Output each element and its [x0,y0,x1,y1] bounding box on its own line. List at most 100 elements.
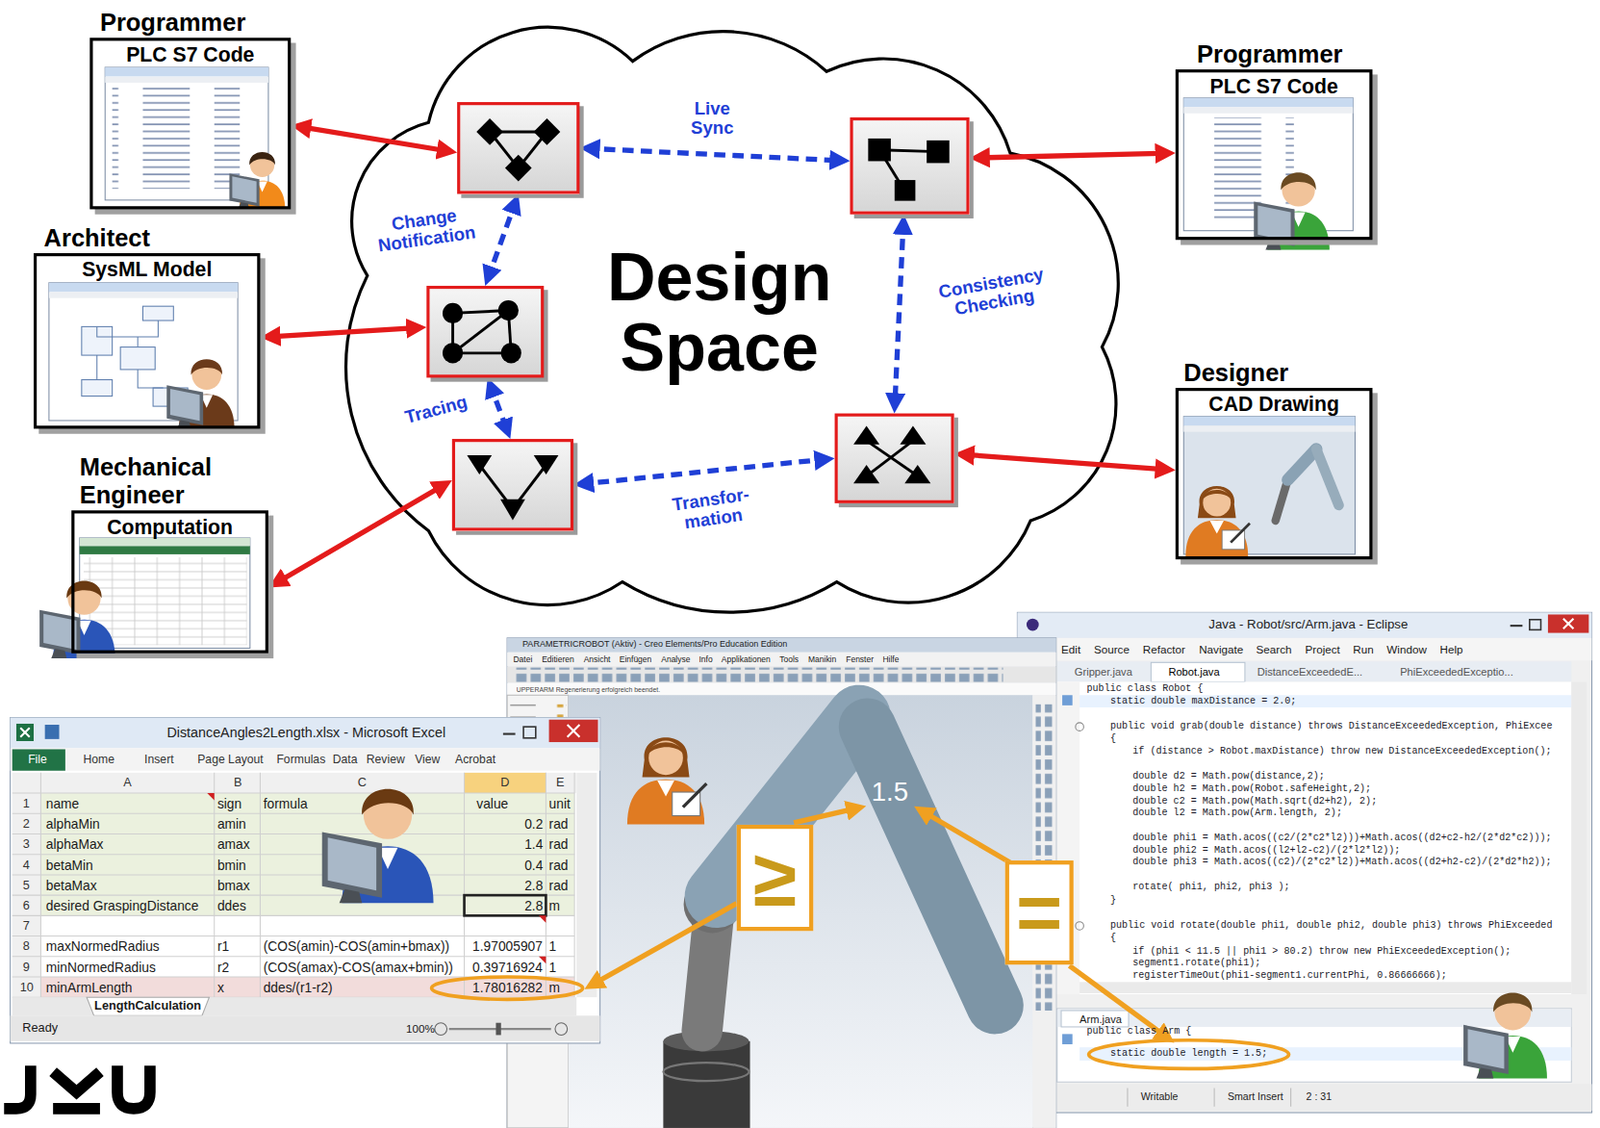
ribbon-tab: Insert [144,752,175,766]
menu-item: Project [1304,642,1340,656]
code-line: public void grab(double distance) throws… [1110,720,1553,733]
screenshot-thumbnail [49,291,238,298]
code-line: rotate( phi1, phi2, phi3 ); [1132,881,1290,893]
robot-arm [662,1041,750,1128]
table-cell: 1 [549,959,558,975]
menu-item: Editieren [541,654,574,664]
person-icon [1185,485,1250,557]
excel-window [259,772,261,997]
table-cell: rad [549,837,569,853]
menu-item: Manikin [808,654,837,664]
column-header: E [556,775,565,790]
code-line: public class Robot { [1087,683,1204,695]
excel-window [16,723,34,741]
excel-window [574,772,576,997]
edge-label: Consistency Checking [928,262,1059,324]
editor-tab: Arm.java [1079,1012,1122,1025]
edge-label: Transfor- mation [659,482,766,536]
eclipse-window [1016,611,1592,1113]
eclipse-window [1075,921,1084,930]
screenshot-thumbnail [1183,416,1355,427]
model-icon [455,441,571,528]
menu-item: Applikationen [721,654,771,664]
ribbon-tab: File [27,752,48,766]
person-icon [627,736,707,824]
menu-item: Ansicht [584,654,611,664]
person-icon [166,358,234,429]
table-cell: 0.4 [524,857,543,873]
ribbon-tab: Home [82,752,115,766]
screenshot-thumbnail [1192,117,1295,220]
excel-window [213,772,215,997]
table-cell: 1.4 [524,837,543,853]
code-line: if (distance > Robot.maxDistance) throw … [1132,745,1551,758]
eclipse-window [1126,1088,1128,1107]
excel-window [464,772,547,793]
university-logo [3,1065,151,1109]
robot-arm [867,726,996,1006]
menu-item: Edit [1061,642,1081,656]
code-line: { [1110,733,1117,745]
cad-window [507,652,1057,667]
dimension-value: 1.5 [871,776,909,808]
table-cell: alphaMin [46,816,101,833]
screenshot-thumbnail [79,537,251,546]
eclipse-window [1548,613,1589,633]
model-box [835,413,955,504]
box-title: PLC S7 Code [1178,73,1370,98]
window-title: PARAMETRICROBOT (Aktiv) - Creo Elements/… [522,639,788,650]
excel-window [40,772,42,997]
table-cell: rad [549,816,569,833]
screenshot-thumbnail [96,355,98,380]
eclipse-window [1057,681,1573,994]
row-number: 10 [20,980,34,995]
orange-callout [431,976,584,999]
relation-box: ≥ [736,824,814,931]
excel-window [567,724,581,737]
model-icon [853,120,967,211]
table-cell: 1.97005907 [472,939,543,955]
table-cell: minArmLength [46,980,133,996]
screenshot-thumbnail [142,305,174,321]
orange-callout [919,809,1011,863]
ribbon-tab: Formulas [276,752,326,766]
model-box [849,117,969,215]
person-icon [39,580,116,659]
table-cell: ddes [217,898,247,915]
relation-box: = [1005,860,1074,965]
excel-window [12,772,578,793]
column-header: D [500,775,509,790]
ribbon-tab: Review [366,752,406,766]
orange-callout [793,807,861,823]
eclipse-window [1290,1088,1292,1107]
status-text: Smart Insert [1227,1091,1284,1103]
excel-window [464,894,547,915]
screenshot-thumbnail [97,320,159,337]
edit-link-arrow [273,482,447,585]
eclipse-window [1016,1083,1592,1111]
column-header: B [233,775,243,790]
table-cell: r2 [217,959,229,975]
table-cell: sign [217,796,242,813]
box-title: SysML Model [36,256,257,281]
role-box: ArchitectSysML Model [33,253,260,429]
row-number: 5 [23,878,30,893]
row-number: 4 [23,858,30,873]
table-cell: amax [217,837,251,853]
table-cell: ddes/(r1-r2) [263,980,333,996]
table-cell: value [476,796,508,813]
menu-item: Hilfe [882,654,899,664]
excel-window [549,719,599,742]
excel-window [12,955,575,957]
eclipse-window [1057,660,1573,682]
robot-arm [662,1062,749,1081]
code-line: static double length = 1.5; [1110,1047,1268,1060]
university-logo [52,1071,101,1093]
model-icon [838,416,952,501]
role-box: ProgrammerPLC S7 Code [1175,69,1373,240]
table-cell: m [549,980,561,996]
excel-window [12,935,575,937]
